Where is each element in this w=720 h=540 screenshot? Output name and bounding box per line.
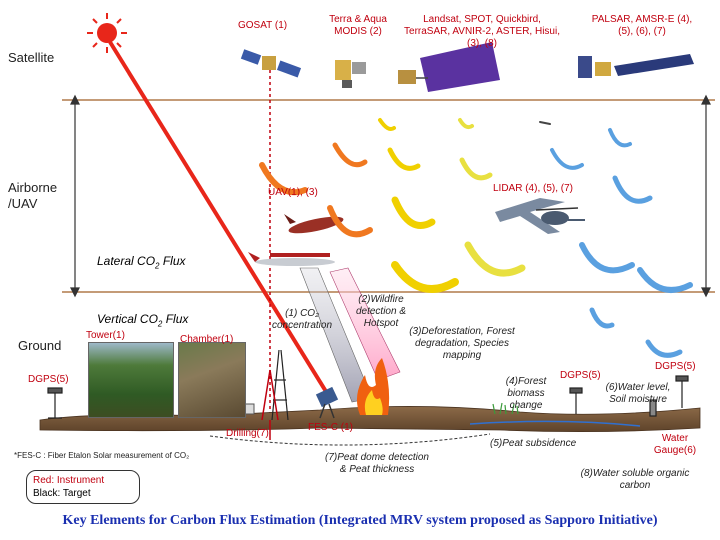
tier-label-airborne: Airborne /UAV (8, 180, 58, 211)
legend-red: Red: Instrument (33, 475, 105, 486)
dgps-station-left-icon (47, 387, 63, 419)
dgps-station-mid-icon (569, 387, 583, 414)
uav-label: UAV(1), (3) (268, 187, 318, 198)
water-carbon-label: (8)Water soluble organic carbon (580, 468, 690, 491)
gosat-label: GOSAT (1) (238, 20, 288, 31)
water-gauge-icon (649, 399, 657, 417)
tier-label-ground: Ground (18, 338, 62, 353)
grass-patch (492, 402, 519, 415)
dgps-right-label: DGPS(5) (655, 361, 696, 372)
lidar-label: LIDAR (4), (5), (7) (493, 183, 574, 194)
drilling-rig-icon (261, 369, 279, 440)
gosat-satellite-icon (240, 49, 302, 78)
wildfire-sensing-cone (329, 267, 401, 381)
water-gauge-label: Water Gauge(6) (653, 433, 697, 456)
dgps-mid-label: DGPS(5) (560, 370, 601, 381)
flux-tower-icon (271, 349, 289, 421)
fesc-label: FES-C (1) (308, 422, 353, 433)
co2-concentration-label: (1) CO₂ concentration (271, 308, 333, 331)
forest-biomass-label: (4)Forest biomass change (505, 376, 547, 411)
water-level-label: (6)Water level, Soil moisture (605, 382, 671, 405)
tier-label-satellite: Satellite (8, 50, 55, 65)
peat-dome-line (209, 433, 491, 446)
terra-satellite-icon (335, 60, 366, 88)
legend-black: Black: Target (33, 488, 91, 499)
dgps-station-right-icon (675, 375, 689, 408)
terra-aqua-label: Terra & Aqua MODIS (2) (329, 14, 387, 37)
peat-dome-label: (7)Peat dome detection & Peat thickness (325, 452, 429, 475)
landsat-satellite-icon (398, 42, 500, 92)
drilling-label: Drilling(7) (226, 428, 269, 439)
uav-plane-icon (248, 252, 335, 266)
uav-missile-icon (284, 214, 344, 234)
fesc-instrument-icon (315, 386, 339, 419)
forest-photo (88, 342, 174, 418)
vertical-flux-label: Vertical CO2 Flux (97, 312, 189, 329)
palsar-satellite-icon (578, 54, 694, 78)
peat-subsidence-label: (5)Peat subsidence (490, 438, 577, 449)
legend-box: Red: Instrument Black: Target (26, 470, 140, 504)
water-level-line (469, 420, 641, 427)
sun-icon (87, 13, 127, 53)
palsar-label: PALSAR, AMSR-E (4), (5), (6), (7) (591, 14, 693, 37)
wildfire-label: (2)Wildfire detection & Hotspot (355, 294, 407, 329)
deforestation-label: (3)Deforestation, Forest degradation, Sp… (409, 326, 515, 361)
lateral-flux-label: Lateral CO2 Flux (97, 254, 186, 271)
chamber-photo (178, 342, 246, 418)
tower-label: Tower(1) (86, 330, 125, 341)
solar-beam (108, 40, 332, 400)
landsat-label: Landsat, SPOT, Quickbird, TerraSAR, AVNI… (404, 14, 560, 49)
lidar-plane-icon (495, 198, 565, 234)
fire-icon (356, 358, 390, 415)
tier-arrows (70, 94, 711, 298)
footnote: *FES-C : Fiber Etalon Solar measurement … (14, 451, 190, 460)
chamber-label: Chamber(1) (180, 334, 234, 345)
sensing-arcs (259, 118, 693, 358)
diagram-caption: Key Elements for Carbon Flux Estimation … (62, 513, 658, 528)
helicopter-icon (535, 207, 585, 225)
dgps-left-label: DGPS(5) (28, 374, 69, 385)
